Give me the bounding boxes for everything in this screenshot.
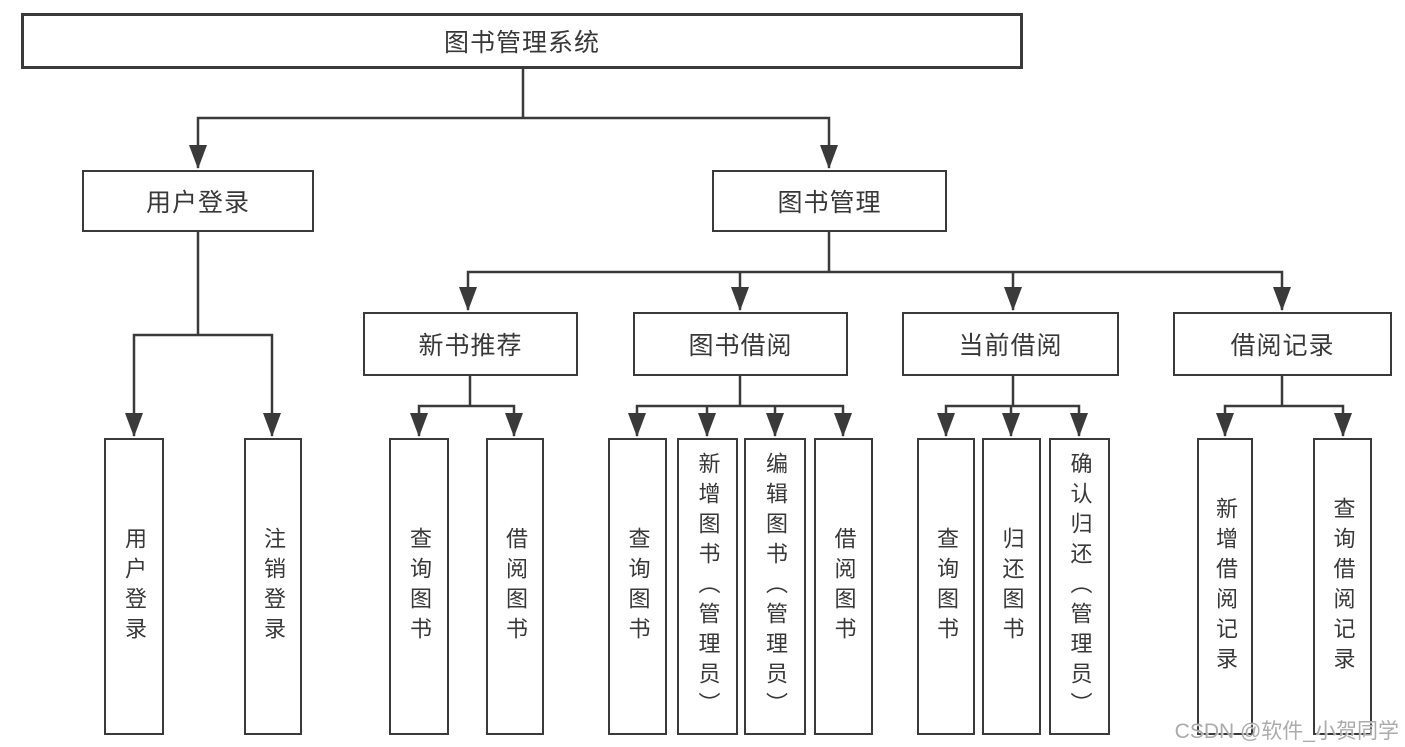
node-current-borrow: 当前借阅 bbox=[902, 312, 1119, 376]
node-root: 图书管理系统 bbox=[21, 13, 1023, 69]
node-leaf-recommend-borrow-books-label: 借阅图书 bbox=[503, 526, 528, 647]
node-book-borrow-label: 图书借阅 bbox=[688, 332, 793, 360]
node-leaf-user-login: 用户登录 bbox=[104, 438, 164, 735]
node-leaf-logout-label: 注销登录 bbox=[261, 526, 286, 647]
node-leaf-borrow-add-books-admin-label: 新增图书（管理员） bbox=[695, 451, 721, 722]
node-leaf-recommend-query-books: 查询图书 bbox=[389, 438, 449, 735]
node-leaf-borrow-query-books-label: 查询图书 bbox=[625, 526, 651, 647]
node-leaf-borrow-add-books-admin: 新增图书（管理员） bbox=[677, 438, 738, 735]
node-new-book-recommend: 新书推荐 bbox=[363, 312, 578, 376]
node-leaf-records-add-record: 新增借阅记录 bbox=[1197, 438, 1253, 735]
node-leaf-current-confirm-return-admin: 确认归还（管理员） bbox=[1049, 438, 1110, 735]
node-leaf-recommend-query-books-label: 查询图书 bbox=[407, 526, 432, 647]
node-root-label: 图书管理系统 bbox=[443, 29, 600, 57]
node-borrow-records-label: 借阅记录 bbox=[1230, 332, 1335, 360]
node-leaf-borrow-edit-books-admin: 编辑图书（管理员） bbox=[744, 438, 806, 735]
node-book-management-label: 图书管理 bbox=[777, 189, 882, 217]
node-leaf-borrow-edit-books-admin-label: 编辑图书（管理员） bbox=[763, 451, 788, 722]
node-leaf-current-query-books: 查询图书 bbox=[917, 438, 975, 735]
node-book-management: 图书管理 bbox=[712, 170, 947, 232]
node-book-borrow: 图书借阅 bbox=[633, 312, 848, 376]
node-leaf-current-query-books-label: 查询图书 bbox=[934, 526, 959, 647]
node-leaf-borrow-borrow-books: 借阅图书 bbox=[814, 438, 873, 735]
node-leaf-records-query-record-label: 查询借阅记录 bbox=[1330, 496, 1356, 677]
node-leaf-recommend-borrow-books: 借阅图书 bbox=[486, 438, 544, 735]
node-leaf-records-add-record-label: 新增借阅记录 bbox=[1213, 496, 1238, 677]
node-current-borrow-label: 当前借阅 bbox=[958, 332, 1063, 360]
node-leaf-logout: 注销登录 bbox=[244, 438, 302, 735]
node-leaf-records-query-record: 查询借阅记录 bbox=[1313, 438, 1372, 735]
node-borrow-records: 借阅记录 bbox=[1173, 312, 1392, 376]
node-user-login-label: 用户登录 bbox=[145, 189, 250, 217]
node-leaf-current-confirm-return-admin-label: 确认归还（管理员） bbox=[1067, 451, 1093, 722]
node-leaf-current-return-books-label: 归还图书 bbox=[999, 526, 1025, 647]
node-leaf-borrow-borrow-books-label: 借阅图书 bbox=[831, 526, 857, 647]
node-leaf-user-login-label: 用户登录 bbox=[122, 526, 147, 647]
node-new-book-recommend-label: 新书推荐 bbox=[418, 332, 523, 360]
node-user-login: 用户登录 bbox=[82, 170, 314, 232]
connector-paths bbox=[132, 68, 1345, 436]
node-leaf-borrow-query-books: 查询图书 bbox=[608, 438, 667, 735]
node-leaf-current-return-books: 归还图书 bbox=[982, 438, 1041, 735]
watermark: CSDN @软件_小贺同学 bbox=[1174, 720, 1399, 743]
